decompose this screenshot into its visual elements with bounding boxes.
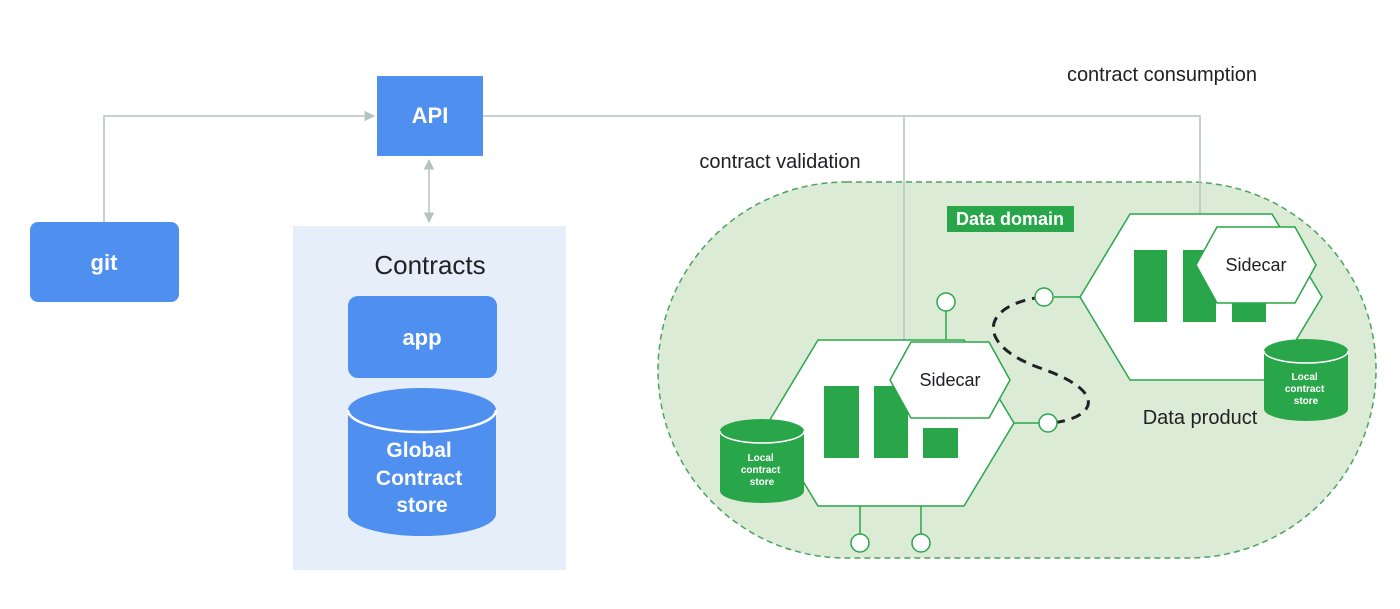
contracts-title: Contracts bbox=[374, 250, 485, 280]
product-link-curve bbox=[991, 295, 1090, 425]
svg-text:Global Contract st: Global Contract store bbox=[376, 439, 468, 517]
contract-consumption-label: contract consumption bbox=[1067, 64, 1257, 86]
global-contract-store-cylinder: Global Contract store bbox=[346, 388, 498, 536]
port-circle-icon bbox=[936, 292, 956, 312]
git-box bbox=[30, 222, 179, 302]
port-circle-icon bbox=[850, 533, 870, 553]
git-label: git bbox=[91, 250, 119, 275]
right-sidecar-label: Sidecar bbox=[1225, 255, 1286, 275]
connectors bbox=[103, 110, 1201, 340]
port-circle-icon bbox=[911, 533, 931, 553]
global-store-label-line1: Global bbox=[386, 439, 451, 462]
left-sidecar-hexagon bbox=[889, 341, 1011, 419]
api-to-domain-connector bbox=[483, 115, 1201, 213]
app-label: app bbox=[402, 325, 441, 350]
data-domain-label: Data domain bbox=[956, 209, 1064, 229]
git-to-api-connector bbox=[103, 110, 376, 222]
right-local-store-line1: Local bbox=[1292, 372, 1318, 383]
svg-text:Local contract sto: Local contract store bbox=[1285, 372, 1327, 407]
global-store-label-line3: store bbox=[396, 494, 447, 517]
port-circle-icon bbox=[1038, 413, 1058, 433]
api-label: API bbox=[412, 103, 449, 128]
left-local-store-line3: store bbox=[750, 477, 775, 488]
right-sidecar-hexagon bbox=[1195, 226, 1317, 304]
global-store-label-line2: Contract bbox=[376, 467, 462, 490]
contract-validation-label: contract validation bbox=[699, 151, 860, 173]
left-data-product: Sidecar bbox=[767, 292, 1058, 553]
api-box bbox=[377, 76, 483, 156]
bar-chart-icon bbox=[1134, 250, 1266, 322]
left-local-store-cylinder: Local contract store bbox=[719, 419, 805, 503]
right-data-product: Sidecar bbox=[1034, 213, 1323, 381]
data-product-label: Data product bbox=[1143, 407, 1258, 429]
left-local-store-line1: Local bbox=[748, 453, 774, 464]
data-domain-tag bbox=[947, 206, 1074, 232]
svg-text:Local contract sto: Local contract store bbox=[741, 453, 783, 488]
port-circle-icon bbox=[1034, 287, 1054, 307]
right-local-store-line3: store bbox=[1294, 396, 1319, 407]
left-sidecar-label: Sidecar bbox=[919, 370, 980, 390]
right-local-store-line2: contract bbox=[1285, 384, 1325, 395]
left-local-store-line2: contract bbox=[741, 465, 781, 476]
app-box bbox=[348, 296, 497, 378]
right-local-store-cylinder: Local contract store bbox=[1263, 339, 1349, 421]
bar-chart-icon bbox=[824, 386, 958, 458]
